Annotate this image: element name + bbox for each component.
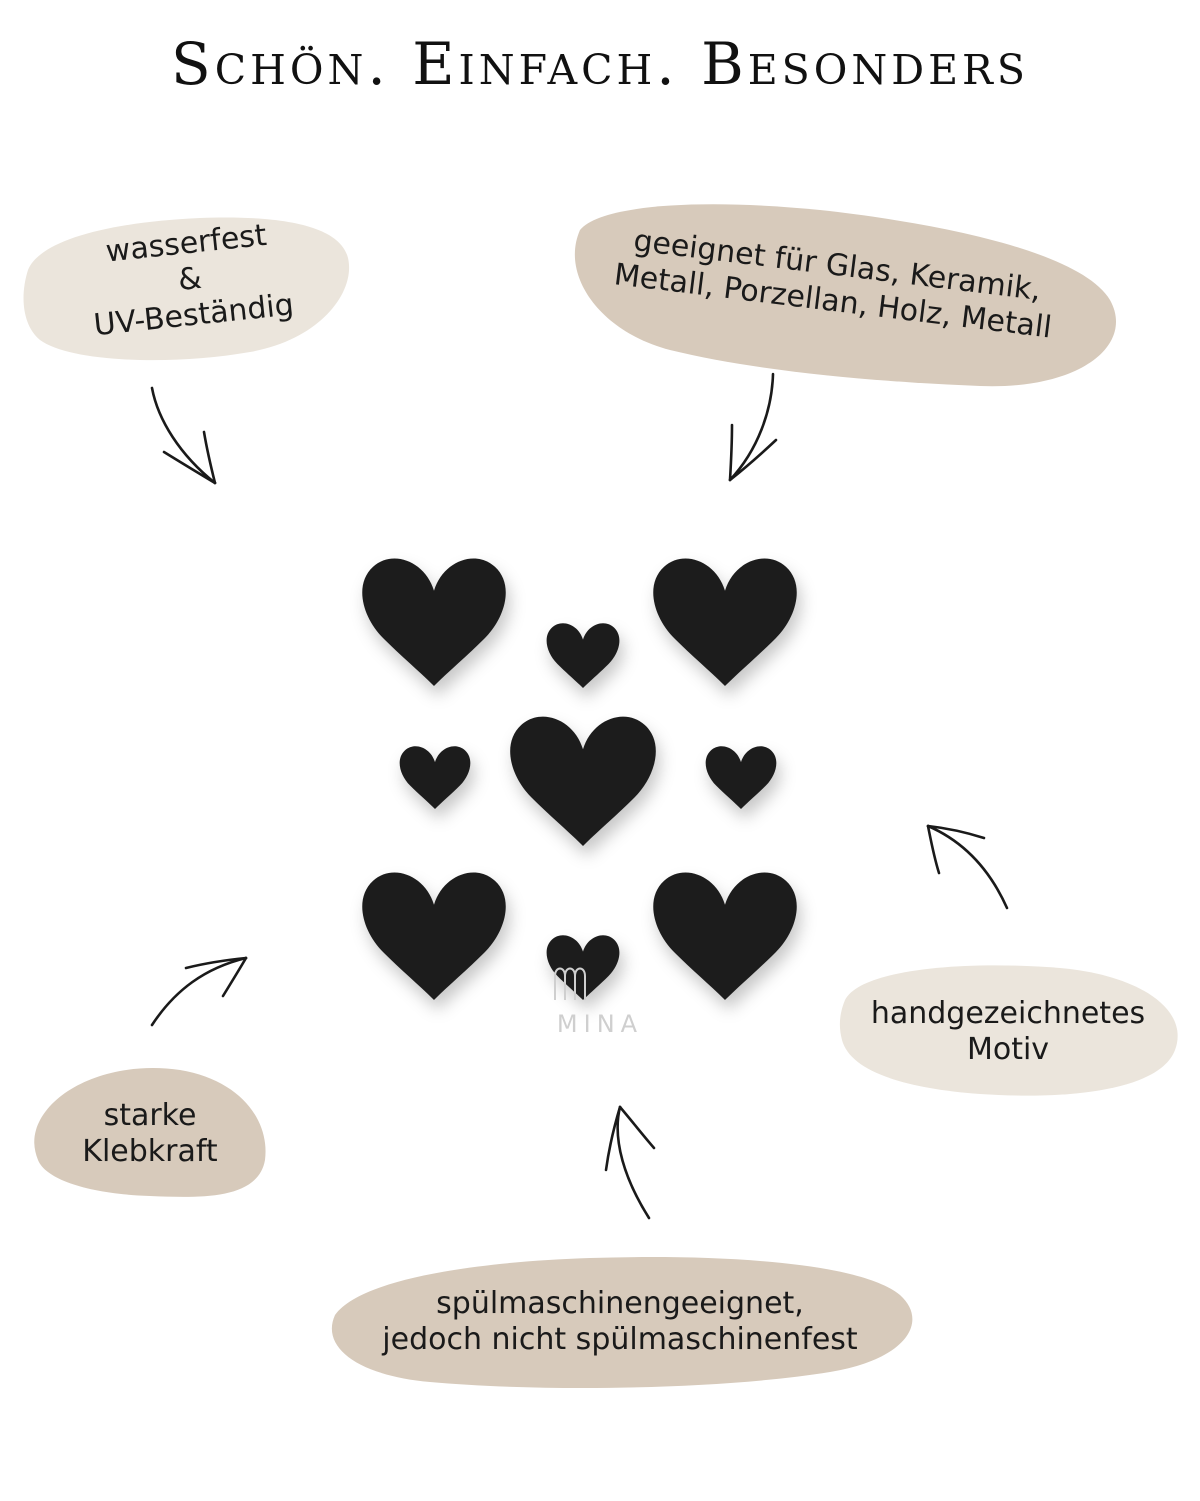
watermark-logo [554, 967, 586, 1000]
heart-icon [546, 623, 620, 688]
blob-adhesive [34, 1068, 266, 1197]
arrows [150, 372, 1009, 1220]
feature-handdrawn: handgezeichnetes Motiv [848, 996, 1168, 1068]
arrow-adhesive [150, 956, 248, 1027]
heart-icon [510, 716, 656, 846]
heart-motif [362, 558, 797, 1000]
arrow-waterproof [150, 386, 217, 485]
feature-handdrawn-line: Motiv [966, 1032, 1050, 1067]
blob-dishwasher [331, 1257, 913, 1388]
blob-materials [574, 204, 1117, 387]
arrow-dishwasher [604, 1105, 656, 1220]
page-title: Schön. Einfach. Besonders [170, 30, 1029, 98]
heart-icon [546, 935, 620, 1000]
heart-icon [653, 872, 797, 1000]
feature-dishwasher-line: spülmaschinengeeignet, [436, 1286, 804, 1321]
blob-handdrawn [839, 965, 1178, 1096]
arrow-materials [728, 372, 778, 482]
feature-adhesive-line: Klebkraft [82, 1134, 218, 1169]
feature-adhesive: starke Klebkraft [40, 1098, 260, 1170]
feature-dishwasher-line: jedoch nicht spülmaschinenfest [382, 1322, 858, 1357]
feature-adhesive-line: starke [103, 1098, 197, 1133]
heart-icon [362, 872, 506, 1000]
heart-icon [705, 746, 777, 809]
feature-dishwasher: spülmaschinengeeignet, jedoch nicht spül… [340, 1286, 900, 1358]
heart-icon [399, 746, 471, 809]
heart-icon [653, 558, 797, 686]
feature-handdrawn-line: handgezeichnetes [870, 996, 1146, 1031]
arrow-handdrawn [926, 824, 1009, 910]
blob-waterproof [23, 217, 350, 361]
watermark-text: MINA [556, 1010, 644, 1038]
heart-icon [362, 558, 506, 686]
